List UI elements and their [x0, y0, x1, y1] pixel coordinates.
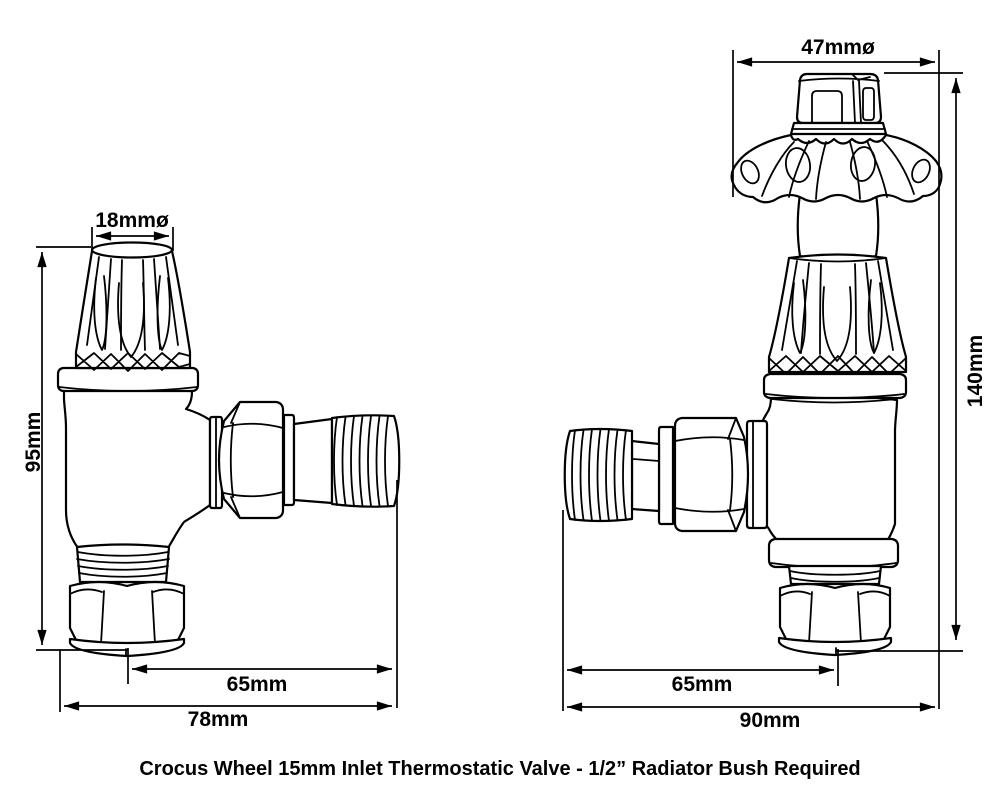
- left-valve-port-cylinder: [292, 417, 334, 505]
- right-valve-cone: [767, 253, 908, 374]
- left-valve-dimension-lines: 18mmø 95mm 65mm 78mm: [22, 209, 398, 731]
- right-overall-width-label: 90mm: [740, 709, 801, 732]
- right-valve-union-nut: [673, 416, 750, 533]
- right-valve-port-step: [657, 425, 675, 526]
- left-valve-port-step: [282, 413, 296, 507]
- right-center-to-outlet-label: 65mm: [672, 673, 733, 696]
- left-valve-knob-top: [90, 241, 174, 259]
- right-valve-lower-ring: [767, 537, 900, 569]
- right-valve-bottom-nut: [778, 582, 892, 647]
- left-valve-bottom-nut: [68, 580, 186, 648]
- left-valve-body: [62, 386, 212, 550]
- right-valve-cap: [795, 72, 883, 125]
- right-valve-collar: [762, 372, 908, 400]
- right-height-label: 140mm: [964, 335, 987, 407]
- diagram-caption: Crocus Wheel 15mm Inlet Thermostatic Val…: [139, 758, 860, 780]
- left-valve-threads: [330, 414, 401, 508]
- left-valve-drawing: [56, 241, 401, 658]
- right-wheel-diameter-label: 47mmø: [801, 36, 875, 59]
- right-valve-dimension-lines: 47mmø 140mm 65mm 90mm: [562, 36, 987, 732]
- right-valve-port-washer: [745, 419, 769, 530]
- left-valve-union-nut: [217, 400, 285, 520]
- right-valve-neck: [796, 192, 880, 262]
- right-valve-port-cylinder: [630, 439, 661, 513]
- left-height-label: 95mm: [22, 412, 45, 473]
- left-valve-bottom-cap: [68, 637, 186, 658]
- left-center-to-outlet-label: 65mm: [227, 673, 288, 696]
- right-valve-crocus-wheel: [730, 133, 943, 204]
- right-valve-drawing: [563, 72, 943, 657]
- right-valve-body: [750, 393, 899, 549]
- left-overall-width-label: 78mm: [188, 708, 249, 731]
- left-valve-collar: [56, 366, 200, 393]
- left-knob-diameter-label: 18mmø: [95, 209, 169, 232]
